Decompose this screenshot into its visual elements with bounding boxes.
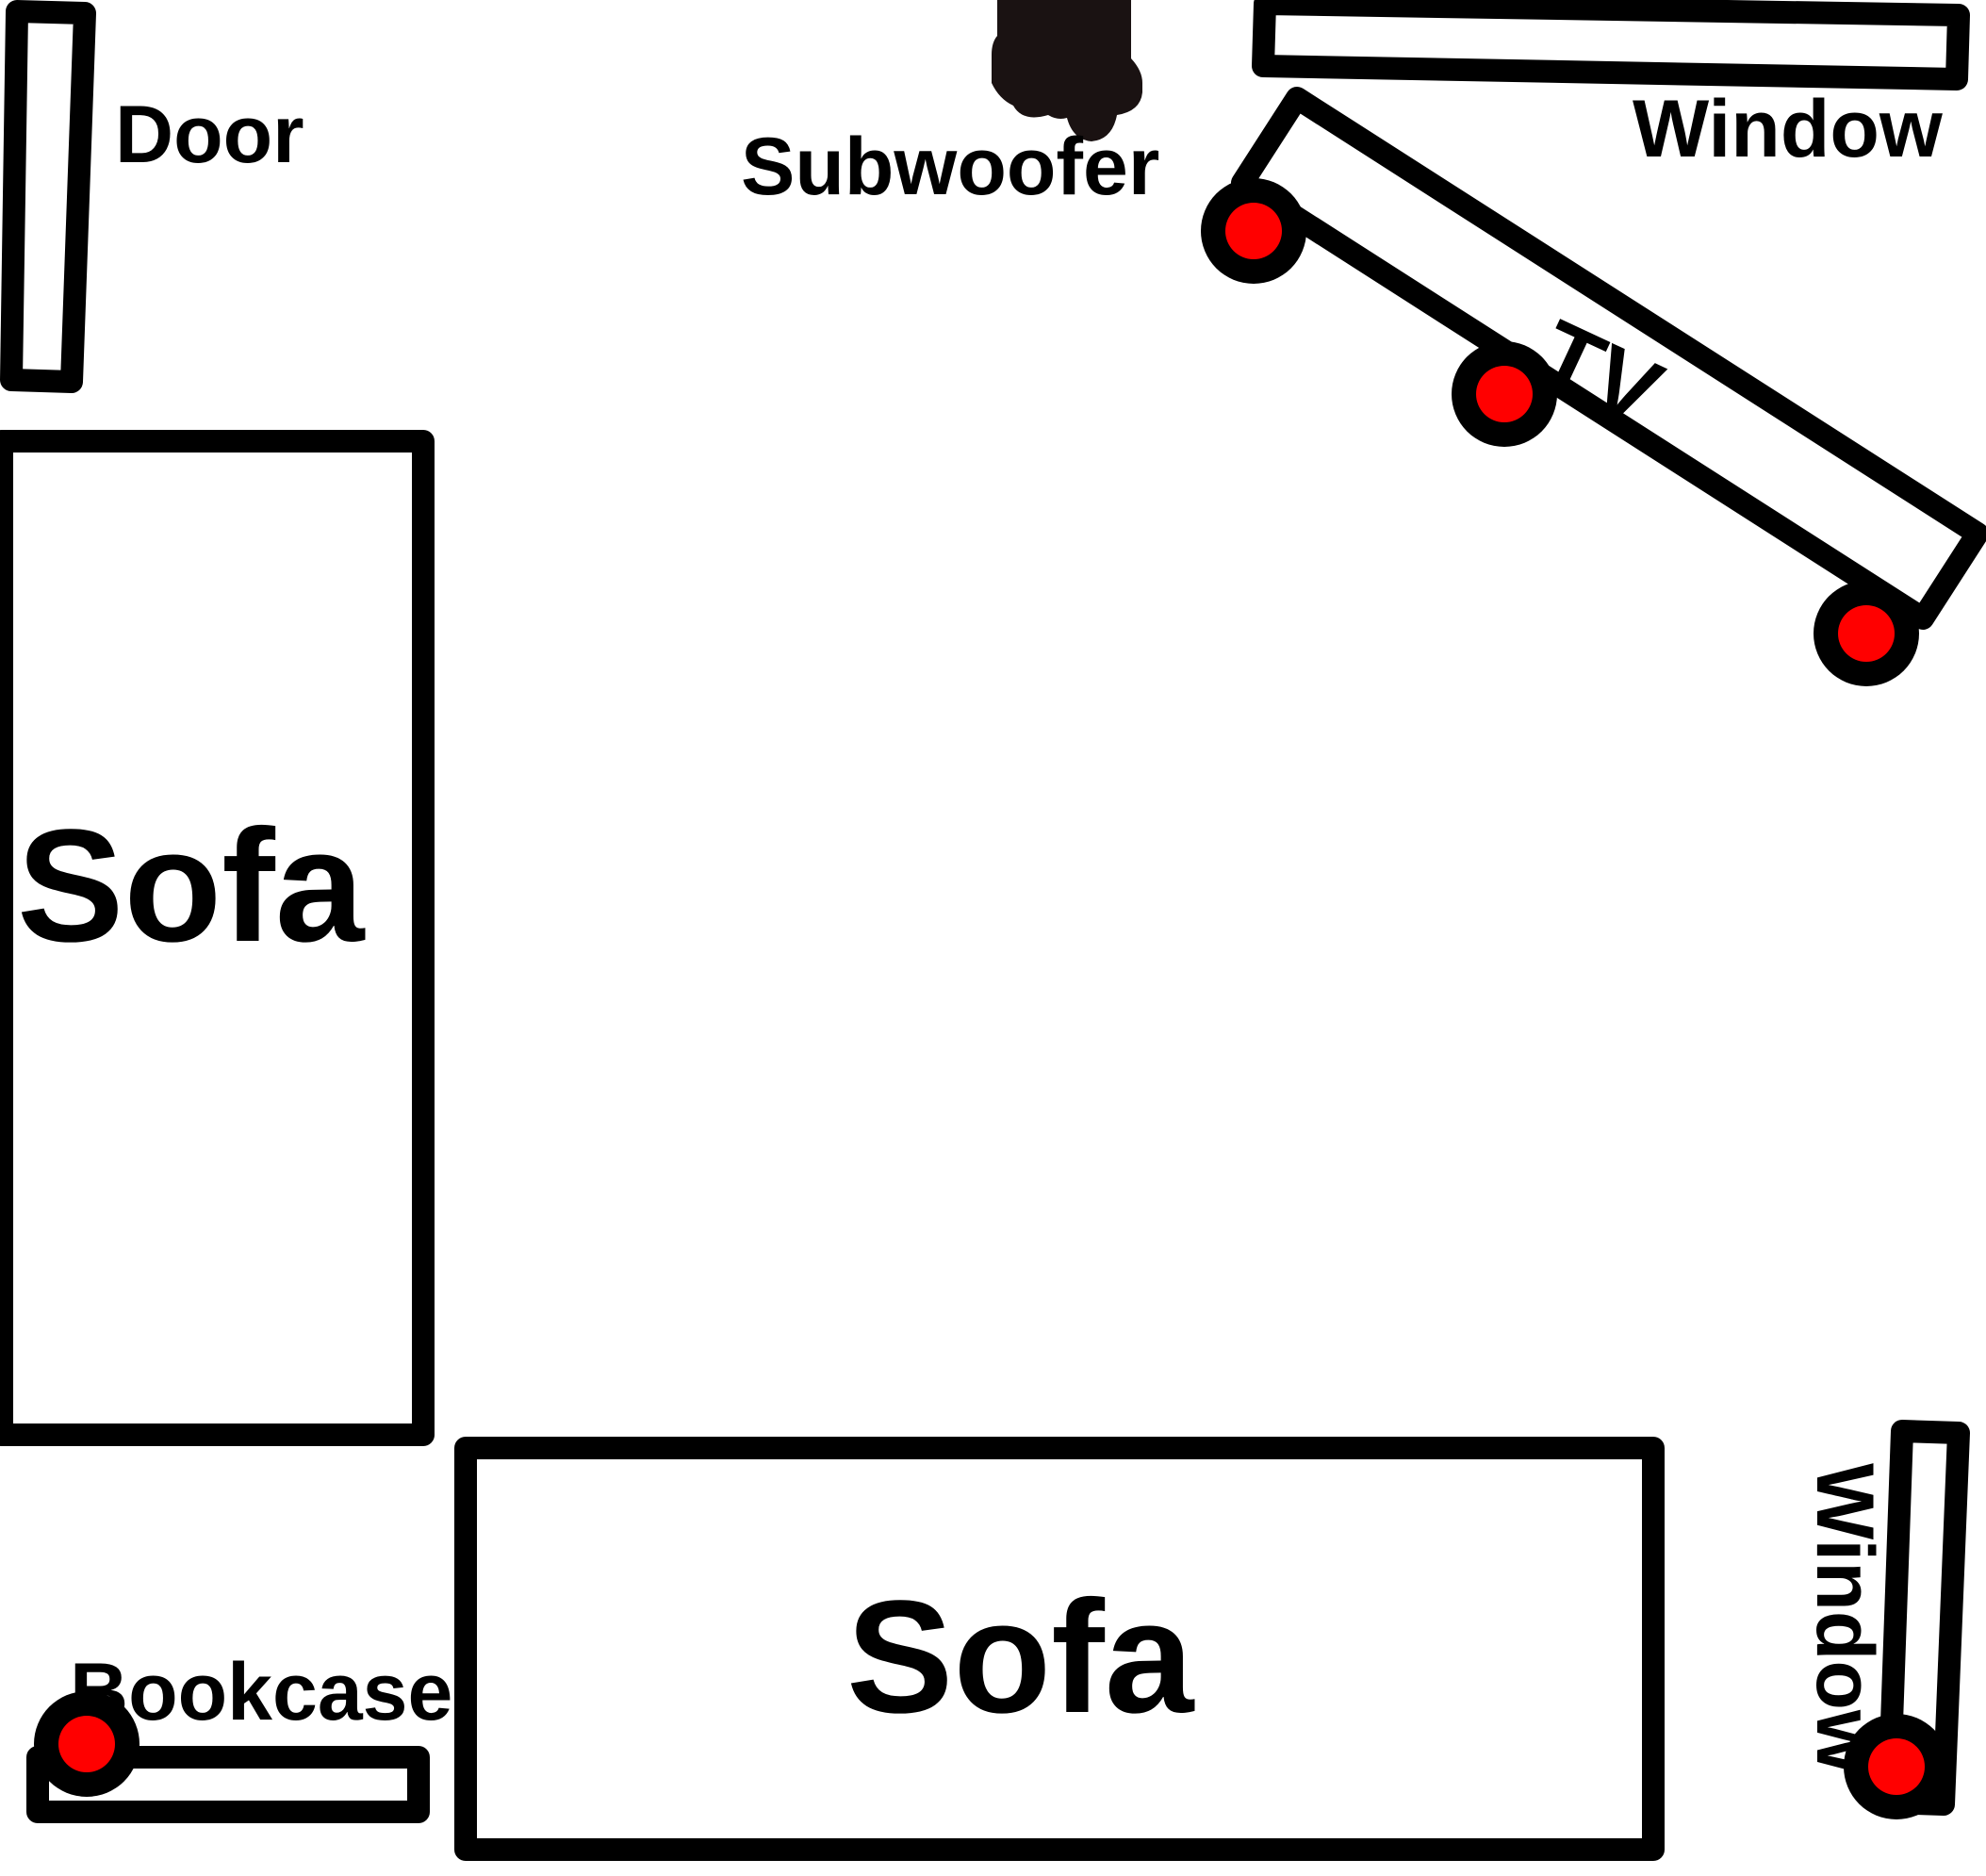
sofa-bottom-shape [454,1437,1665,1861]
speaker-5-icon [1844,1714,1949,1819]
subwoofer-shape [992,0,1142,141]
door-shape [0,0,96,393]
speaker-1-icon [1201,178,1306,284]
door-label: Door [115,90,304,180]
window-top-label: Window [1633,84,1944,174]
speaker-2-icon [1452,341,1557,447]
speaker-3-icon [1814,581,1919,686]
sofa-left-shape [0,430,435,1446]
subwoofer-label: Subwoofer [741,122,1159,212]
speaker-4-icon [34,1691,140,1797]
window-right-shape [1878,1420,1970,1816]
tv-shape [1231,87,1986,630]
sofa-bottom-label: Sofa [846,1568,1195,1747]
window-top-shape [1252,0,1970,91]
sofa-left-label: Sofa [17,797,366,976]
